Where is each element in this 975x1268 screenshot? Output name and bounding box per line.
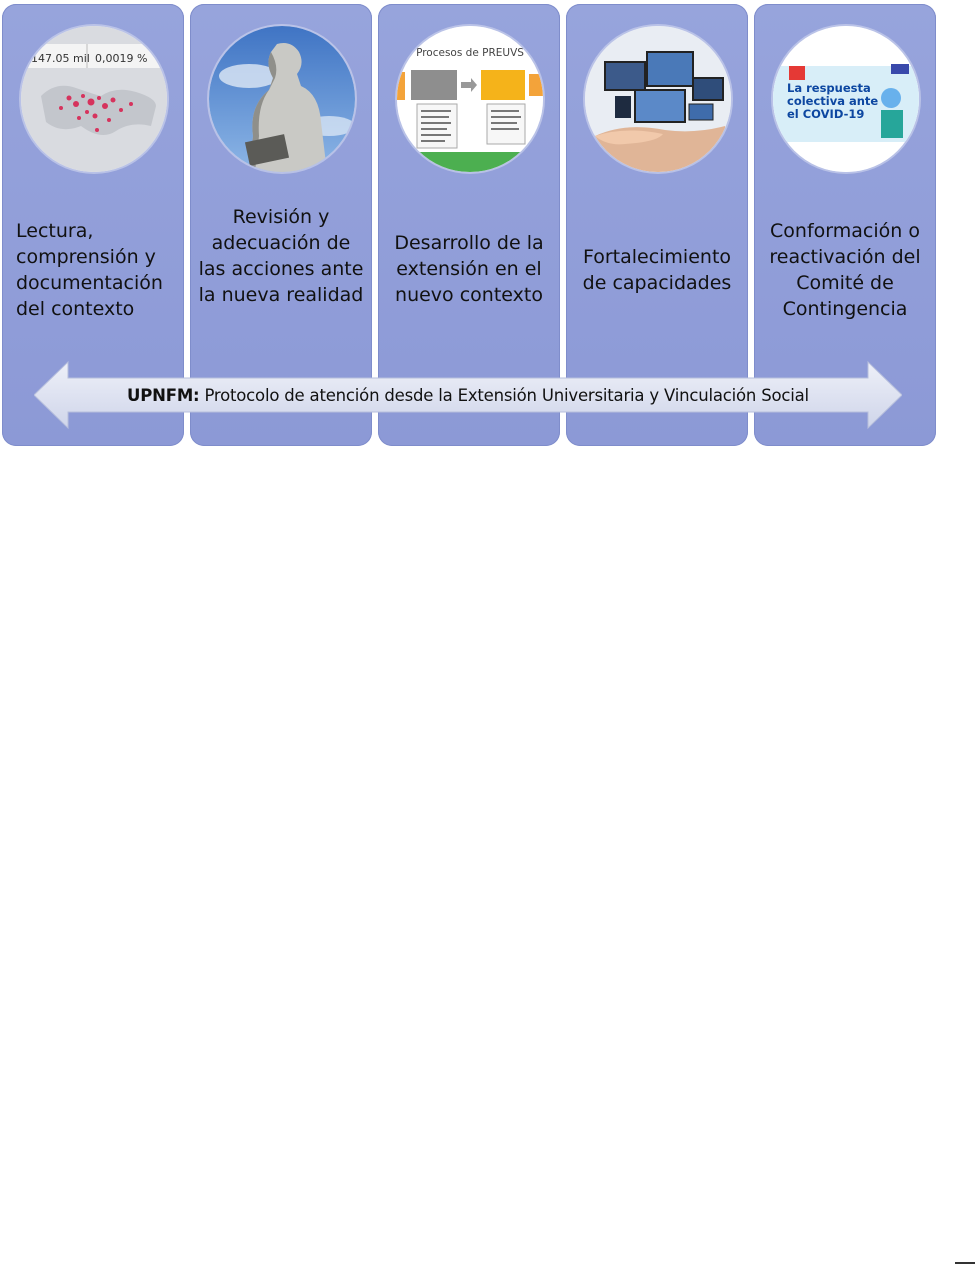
step-column-5: La respuesta colectiva ante el COVID-19 … — [754, 4, 936, 446]
flowchart-title: Procesos de PREUVS — [416, 47, 524, 59]
protocol-banner: UPNFM: Protocolo de atención desde la Ex… — [34, 360, 902, 430]
dashboard-stat-2: 0,0019 % — [95, 52, 147, 65]
double-arrow-icon — [34, 360, 902, 430]
world-map-dashboard-icon: 147.05 mil 0,0019 % — [21, 26, 167, 172]
organization-name: UPNFM: — [127, 385, 200, 405]
step-label-1: Lectura, comprensión y documentación del… — [16, 220, 163, 320]
step-column-2: Revisión y adecuación de las acciones an… — [190, 4, 372, 446]
step-column-3: Procesos de PREUVS Desarrollo de la ext — [378, 4, 560, 446]
page-corner-mark — [955, 1262, 975, 1264]
step-column-4: Fortalecimiento de capacidades — [566, 4, 748, 446]
step-label-5: Conformación o reactivación del Comité d… — [769, 220, 921, 320]
step-label-2: Revisión y adecuación de las acciones an… — [198, 206, 364, 306]
step-label-4: Fortalecimiento de capacidades — [582, 246, 732, 294]
process-flowchart-icon: Procesos de PREUVS — [397, 26, 543, 172]
statue-icon — [209, 26, 355, 172]
covid-poster-icon: La respuesta colectiva ante el COVID-19 — [773, 26, 919, 172]
step-column-1: 147.05 mil 0,0019 % Lectura, comprensión… — [2, 4, 184, 446]
dashboard-stat-1: 147.05 mil — [31, 52, 90, 65]
covid-poster-title: La respuesta colectiva ante el COVID-19 — [787, 82, 879, 121]
protocol-text: Protocolo de atención desde la Extensión… — [204, 385, 809, 405]
step-label-3: Desarrollo de la extensión en el nuevo c… — [394, 232, 544, 306]
hand-devices-icon — [585, 26, 731, 172]
process-diagram: 147.05 mil 0,0019 % Lectura, comprensión… — [0, 0, 940, 450]
